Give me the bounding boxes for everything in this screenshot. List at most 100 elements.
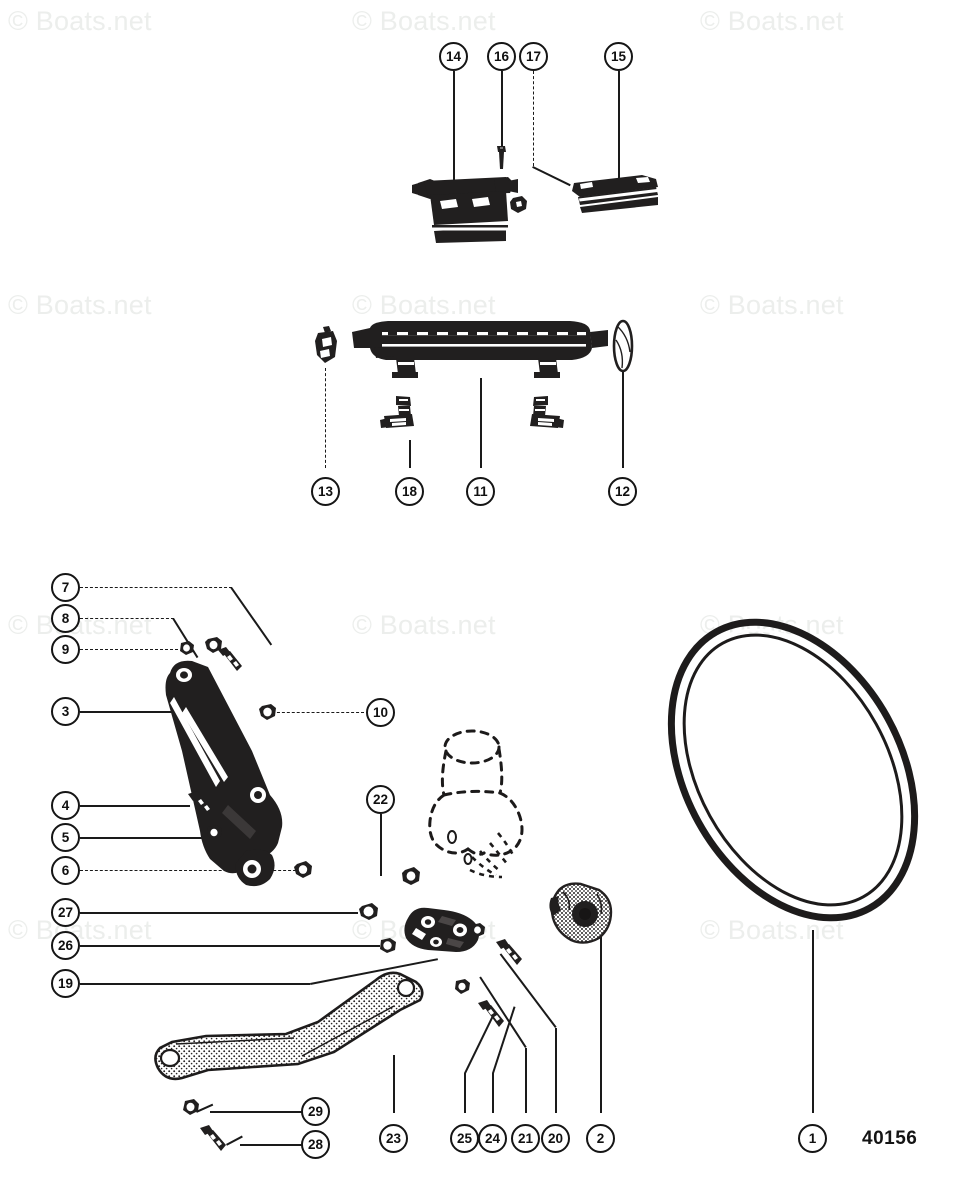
leader-line-1 bbox=[812, 930, 814, 1113]
phantom-reference-outline bbox=[410, 725, 595, 900]
leader-line-17 bbox=[533, 71, 534, 166]
part-12-o-ring bbox=[608, 318, 638, 374]
leader-line-26 bbox=[80, 945, 380, 947]
part-9-washer bbox=[178, 640, 196, 657]
callout-23[interactable]: 23 bbox=[379, 1124, 408, 1153]
leader-line-29 bbox=[210, 1111, 302, 1113]
leader-line-3 bbox=[80, 711, 178, 713]
part-2-coupler bbox=[545, 880, 615, 948]
leader-line-25 bbox=[464, 1073, 466, 1113]
leader-line-10 bbox=[272, 712, 364, 713]
leader-line-23 bbox=[393, 1055, 395, 1113]
leader-line-4 bbox=[80, 805, 190, 807]
part-14-bracket bbox=[410, 175, 520, 243]
callout-16[interactable]: 16 bbox=[487, 42, 516, 71]
leader-line-8 bbox=[80, 618, 174, 619]
watermark: © Boats.net bbox=[8, 915, 152, 945]
callout-29[interactable]: 29 bbox=[301, 1097, 330, 1126]
part-27-washer bbox=[358, 902, 380, 922]
callout-13[interactable]: 13 bbox=[311, 477, 340, 506]
leader-line-16 bbox=[501, 71, 503, 149]
callout-11[interactable]: 11 bbox=[466, 477, 495, 506]
callout-3[interactable]: 3 bbox=[51, 697, 80, 726]
part-1-gasket-ring bbox=[648, 600, 938, 940]
part-22-nut bbox=[400, 866, 422, 887]
watermark: © Boats.net bbox=[8, 610, 152, 640]
part-25-washer bbox=[453, 978, 472, 996]
part-8-washer bbox=[204, 636, 224, 655]
callout-21[interactable]: 21 bbox=[511, 1124, 540, 1153]
callout-19[interactable]: 19 bbox=[51, 969, 80, 998]
callout-26[interactable]: 26 bbox=[51, 931, 80, 960]
part-18-hose-fitting bbox=[380, 394, 426, 442]
part-21-washer bbox=[469, 922, 487, 939]
callout-22[interactable]: 22 bbox=[366, 785, 395, 814]
part-29-washer bbox=[181, 1098, 201, 1117]
leader-line-21 bbox=[525, 1048, 527, 1113]
leader-line-18 bbox=[409, 440, 411, 468]
leader-line-2 bbox=[600, 930, 602, 1113]
leader-line-15 bbox=[618, 71, 620, 179]
callout-14[interactable]: 14 bbox=[439, 42, 468, 71]
leader-line-7 bbox=[80, 587, 232, 588]
watermark: © Boats.net bbox=[700, 290, 844, 320]
part-28-bolt bbox=[198, 1124, 230, 1154]
part-11-heat-exchanger bbox=[352, 318, 610, 380]
watermark: © Boats.net bbox=[700, 6, 844, 36]
watermark: © Boats.net bbox=[8, 6, 152, 36]
callout-18[interactable]: 18 bbox=[395, 477, 424, 506]
watermark: © Boats.net bbox=[352, 290, 496, 320]
leader-line-14 bbox=[453, 71, 455, 181]
part-19-pivot-bracket bbox=[398, 900, 488, 962]
part-16-bolt bbox=[494, 145, 510, 171]
leader-line-20 bbox=[555, 1028, 557, 1113]
part-26-washer bbox=[378, 937, 398, 955]
leader-line-22 bbox=[380, 814, 382, 876]
callout-5[interactable]: 5 bbox=[51, 823, 80, 852]
callout-27[interactable]: 27 bbox=[51, 898, 80, 927]
callout-12[interactable]: 12 bbox=[608, 477, 637, 506]
leader-line-6 bbox=[80, 870, 296, 871]
callout-2[interactable]: 2 bbox=[586, 1124, 615, 1153]
part-24-bolt bbox=[476, 998, 508, 1030]
watermark: © Boats.net bbox=[352, 610, 496, 640]
callout-20[interactable]: 20 bbox=[541, 1124, 570, 1153]
part-15-cover-plate bbox=[570, 173, 660, 215]
diagram-number: 40156 bbox=[862, 1128, 918, 1149]
leader-line-7-diagonal bbox=[230, 587, 273, 646]
leader-line-24 bbox=[492, 1073, 494, 1113]
leader-line-13 bbox=[325, 368, 326, 468]
part-6-nut bbox=[293, 860, 314, 880]
part-7-bolt bbox=[216, 646, 246, 674]
watermark: © Boats.net bbox=[352, 6, 496, 36]
watermark: © Boats.net bbox=[8, 290, 152, 320]
callout-10[interactable]: 10 bbox=[366, 698, 395, 727]
callout-9[interactable]: 9 bbox=[51, 635, 80, 664]
callout-15[interactable]: 15 bbox=[604, 42, 633, 71]
part-5-washer bbox=[205, 824, 224, 842]
callout-7[interactable]: 7 bbox=[51, 573, 80, 602]
part-17-nut bbox=[508, 195, 530, 215]
callout-28[interactable]: 28 bbox=[301, 1130, 330, 1159]
part-10-washer bbox=[258, 703, 278, 722]
callout-4[interactable]: 4 bbox=[51, 791, 80, 820]
part-4-bolt bbox=[186, 790, 218, 818]
part-20-bolt bbox=[494, 938, 526, 968]
leader-line-17-diagonal bbox=[532, 166, 571, 186]
part-23-shift-lever bbox=[148, 960, 458, 1110]
part-18-hose-fitting-right bbox=[518, 394, 564, 442]
leader-line-12 bbox=[622, 372, 624, 468]
callout-25[interactable]: 25 bbox=[450, 1124, 479, 1153]
leader-line-27 bbox=[80, 912, 358, 914]
leader-line-9 bbox=[80, 649, 178, 650]
leader-line-19 bbox=[80, 983, 310, 985]
leader-line-11 bbox=[480, 378, 482, 468]
leader-line-5 bbox=[80, 837, 204, 839]
callout-1[interactable]: 1 bbox=[798, 1124, 827, 1153]
callout-8[interactable]: 8 bbox=[51, 604, 80, 633]
part-13-end-cap bbox=[313, 325, 339, 367]
callout-17[interactable]: 17 bbox=[519, 42, 548, 71]
callout-6[interactable]: 6 bbox=[51, 856, 80, 885]
callout-24[interactable]: 24 bbox=[478, 1124, 507, 1153]
